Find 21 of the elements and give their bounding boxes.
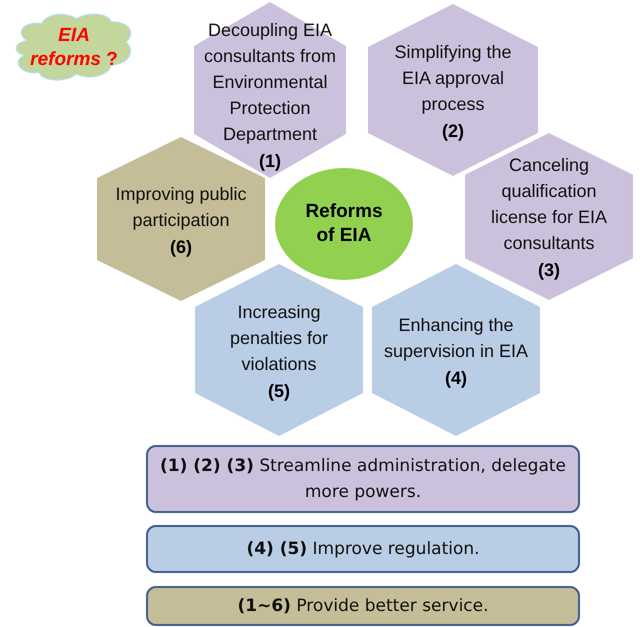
reform-text: Canceling qualification license for EIA consultants: [490, 154, 608, 255]
center-title: Reforms of EIA: [304, 200, 384, 248]
reform-text: Decoupling EIA consultants from Environmental Protection Department: [202, 18, 338, 146]
hexagon: [465, 133, 633, 300]
summary-box: (1~6) Provide better service.: [146, 586, 580, 626]
item-number: (6): [170, 236, 192, 258]
item-number: (4): [445, 368, 467, 388]
item-number: (5): [268, 380, 290, 402]
hexagon: [195, 264, 363, 436]
item-number: (1): [259, 150, 281, 172]
item-number: (2): [442, 120, 464, 142]
reform-text: Increasing penalties for violations: [228, 300, 330, 376]
cloud-text: EIA reforms ?: [29, 24, 119, 72]
hexagon: [372, 264, 540, 436]
reform-text: Enhancing the supervision in EIA: [382, 314, 530, 363]
summary-box: (4) (5) Improve regulation.: [146, 525, 580, 573]
summary-box: (1) (2) (3) Streamline administration, delegate more powers.: [146, 445, 580, 513]
reform-text: Improving public participation: [114, 182, 248, 232]
reform-text: Simplifying the EIA approval process: [393, 40, 513, 116]
hexagon: [194, 2, 346, 178]
item-number: (3): [538, 260, 560, 281]
